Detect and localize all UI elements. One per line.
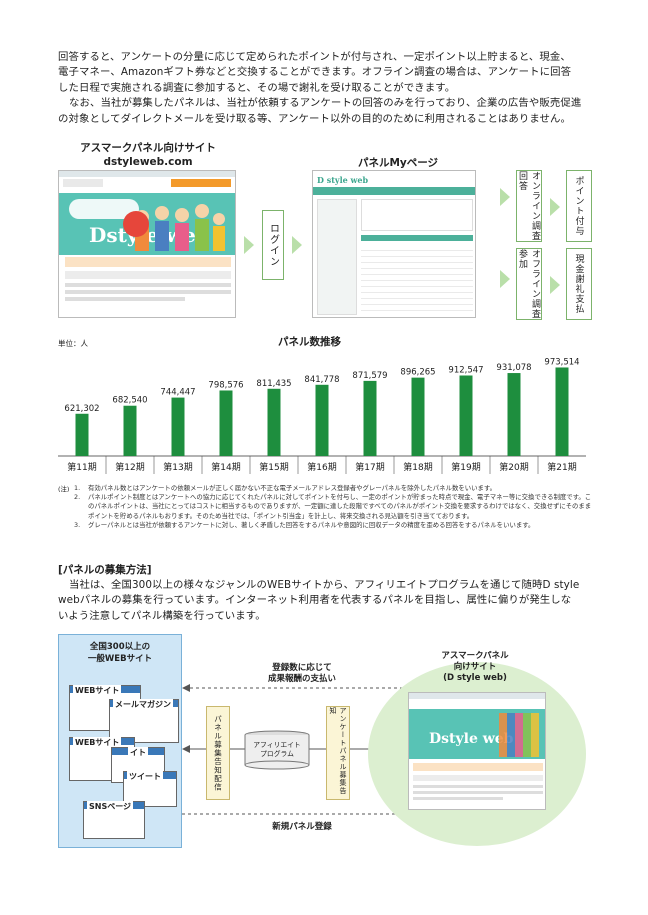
- bar-第20期: [507, 373, 521, 456]
- bar-第15期: [267, 388, 281, 456]
- bar-value-label: 621,302: [64, 404, 99, 414]
- register-label: 新規パネル登録: [272, 822, 332, 832]
- chart-title: パネル数推移: [278, 336, 341, 348]
- bar-第14期: [219, 390, 233, 456]
- bar-第17期: [363, 380, 377, 456]
- recruit-heading: [パネルの募集方法]: [58, 564, 152, 576]
- category-label: 第19期: [451, 461, 480, 473]
- bar-value-label: 682,540: [112, 396, 147, 406]
- category-label: 第21期: [547, 461, 576, 473]
- reward-arrow: [182, 684, 410, 692]
- bar-value-label: 912,547: [448, 365, 483, 375]
- point-box: ポイント付与: [566, 170, 592, 242]
- category-label: 第20期: [499, 461, 528, 473]
- affiliate-cylinder: アフィリエイト プログラム: [244, 730, 310, 770]
- panel-bar-chart: 621,302 第11期 682,540 第12期 744,447 第13期 798,576…: [58, 357, 586, 474]
- bar-value-label: 744,447: [160, 388, 195, 398]
- distribute-box: パネル募集告知配信: [206, 706, 230, 800]
- offline-box: オフライン調査参加: [516, 248, 542, 320]
- bar-第12期: [123, 405, 137, 456]
- chart-unit-label: 単位：人: [58, 339, 88, 348]
- intro-line-3: した日程で実施される調査に参加すると、その場で謝礼を受け取ることができます。: [58, 81, 456, 94]
- bar-value-label: 798,576: [208, 380, 243, 390]
- site-window: イト: [111, 747, 165, 783]
- category-label: 第16期: [307, 461, 336, 473]
- bar-第21期: [555, 367, 569, 456]
- bar-第19期: [459, 375, 473, 456]
- login-box: ログイン: [262, 210, 284, 280]
- dstyle-site-screenshot: Dstyle web: [408, 692, 546, 810]
- dstyle-logo: Dstyle web: [89, 223, 210, 247]
- mailmag-window: メールマガジン: [109, 699, 179, 743]
- websites-title: 全国300以上の 一般WEBサイト: [87, 642, 153, 664]
- site-screenshot: Dstyle web: [58, 170, 236, 318]
- online-box: オンライン調査回答: [516, 170, 542, 242]
- mypage-title: パネルMyページ: [357, 157, 439, 169]
- category-label: 第18期: [403, 461, 432, 473]
- chevron-right-icon: [244, 236, 254, 254]
- note-item: 2.パネルポイント制度とはアンケートへの協力に応じてくれたパネルに対してポイント…: [74, 493, 592, 520]
- category-label: 第13期: [163, 461, 192, 473]
- bar-value-label: 896,265: [400, 368, 435, 378]
- sns-window: SNSページ: [83, 801, 145, 839]
- intro-line-4: なお、当社が募集したパネルは、当社が依頼するアンケートの回答のみを行っており、企…: [69, 97, 582, 110]
- cash-box: 現金謝礼支払: [566, 248, 592, 320]
- bar-第11期: [75, 413, 89, 456]
- bar-第16期: [315, 384, 329, 456]
- intro-text: 回答すると、アンケートの分量に応じて定められたポイントが付与され、一定ポイント以…: [58, 50, 598, 127]
- bar-第13期: [171, 397, 185, 456]
- notify-box: アンケートパネル募集告知: [326, 706, 350, 800]
- bar-value-label: 973,514: [544, 357, 579, 367]
- bar-value-label: 871,579: [352, 371, 387, 381]
- notes-prefix: (注): [58, 485, 70, 493]
- chevron-right-icon: [292, 236, 302, 254]
- bar-第18期: [411, 377, 425, 456]
- chevron-right-icon: [550, 276, 560, 294]
- note-item: 3.グレーパネルとは当社が依頼するアンケートに対し、著しく矛盾した回答をするパネ…: [74, 520, 535, 529]
- bar-value-label: 811,435: [256, 379, 291, 389]
- intro-line-2: 電子マネー、Amazonギフト券などと交換することができます。オフライン調査の場…: [58, 66, 572, 79]
- chevron-right-icon: [500, 270, 510, 288]
- intro-line-5: の対象としてダイレクトメールを受け取る等、アンケート以外の目的のために利用される…: [58, 112, 571, 125]
- bar-value-label: 841,778: [304, 375, 339, 385]
- mypage-screenshot: D style web: [312, 170, 476, 318]
- reward-label: 登録数に応じて 成果報酬の支払い: [267, 663, 336, 684]
- recruit-text: 当社は、全国300以上の様々なジャンルのWEBサイトから、アフィリエイトプログラ…: [58, 579, 580, 622]
- chevron-right-icon: [550, 198, 560, 216]
- bar-value-label: 931,078: [496, 363, 531, 373]
- intro-line-1: 回答すると、アンケートの分量に応じて定められたポイントが付与され、一定ポイント以…: [58, 51, 571, 63]
- mypage-logo: D style web: [317, 175, 369, 185]
- tweet-window: ツイート: [123, 771, 177, 807]
- category-label: 第14期: [211, 461, 240, 473]
- websites-panel: 全国300以上の 一般WEBサイト WEBサイト メールマガジン WEBサイト …: [58, 634, 182, 848]
- dstyle-site-title: アスマークパネル 向けサイト (D style web): [441, 651, 509, 683]
- category-label: 第12期: [115, 461, 144, 473]
- category-label: 第11期: [67, 461, 96, 473]
- category-label: 第17期: [355, 461, 384, 473]
- site-hero-banner: Dstyle web: [59, 193, 235, 255]
- category-label: 第15期: [259, 461, 288, 473]
- note-item: 1.有効パネル数とはアンケートの依頼メールが正しく届かない不正な電子メールアドレ…: [74, 484, 497, 492]
- notes-list: 1.有効パネル数とはアンケートの依頼メールが正しく届かない不正な電子メールアドレ…: [74, 484, 594, 530]
- chevron-right-icon: [500, 188, 510, 206]
- register-arrow: [182, 810, 410, 818]
- site-title: アスマークパネル向けサイト dstyleweb.com: [80, 142, 216, 168]
